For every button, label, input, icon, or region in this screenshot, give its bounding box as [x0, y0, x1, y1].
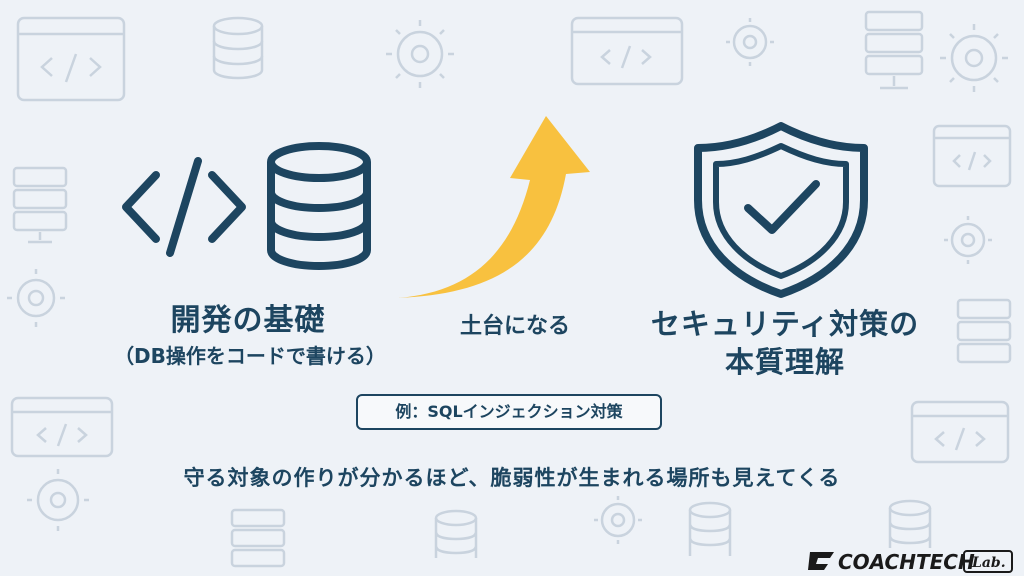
gear-icon — [726, 18, 774, 66]
server-rack-icon — [12, 166, 68, 244]
code-brackets-icon — [122, 157, 246, 257]
security-title: セキュリティ対策の 本質理解 — [630, 305, 940, 381]
database-icon — [267, 142, 371, 270]
database-icon — [688, 501, 732, 556]
gear-icon — [594, 496, 642, 544]
lab-badge-frame — [963, 550, 1013, 573]
database-icon — [434, 509, 478, 558]
server-rack-icon — [230, 508, 286, 568]
curved-arrow-up-icon — [398, 116, 590, 298]
gear-icon — [386, 20, 454, 88]
database-icon — [212, 16, 264, 80]
browser-window-icon — [910, 400, 1010, 464]
brand-logo: CT COACHTECH Lab. — [808, 550, 1013, 574]
summary-caption: 守る対象の作りが分かるほど、脆弱性が生まれる場所も見えてくる — [183, 466, 841, 490]
shield-check-icon — [694, 122, 868, 298]
foundation-subtitle: （DB操作をコードで書ける） — [114, 344, 386, 368]
ct-logo-mark: CT — [808, 552, 834, 570]
gear-icon — [7, 269, 65, 327]
server-rack-icon — [956, 298, 1012, 364]
browser-window-icon — [570, 16, 684, 86]
brand-name: COACHTECH — [838, 550, 975, 574]
database-icon — [888, 499, 932, 548]
gear-icon — [27, 469, 89, 531]
browser-window-icon — [10, 396, 114, 458]
browser-window-icon — [16, 16, 126, 102]
gear-icon — [944, 216, 992, 264]
browser-window-icon — [932, 124, 1012, 188]
security-title-line1: セキュリティ対策の — [650, 307, 920, 341]
example-badge: 例：SQLインジェクション対策 — [356, 394, 662, 430]
security-title-line2: 本質理解 — [724, 345, 845, 379]
brand-badge: Lab. — [971, 555, 1006, 571]
foundation-title: 開発の基礎 — [170, 303, 326, 338]
gear-icon — [940, 24, 1008, 92]
server-rack-icon — [864, 10, 924, 90]
transition-label: 土台になる — [459, 314, 570, 339]
